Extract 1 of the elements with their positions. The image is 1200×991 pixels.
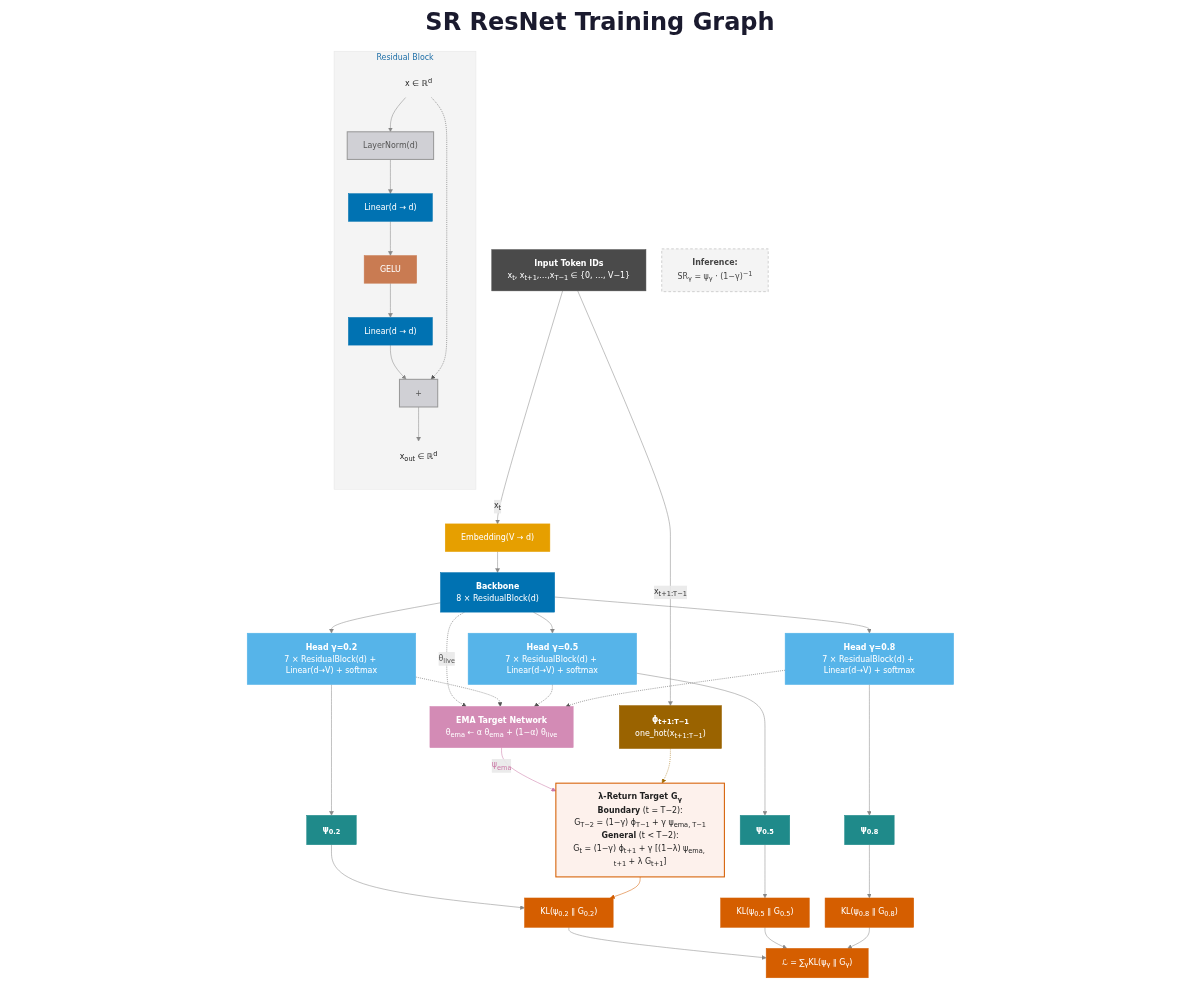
diagram-title: SR ResNet Training Graph [424,7,776,38]
